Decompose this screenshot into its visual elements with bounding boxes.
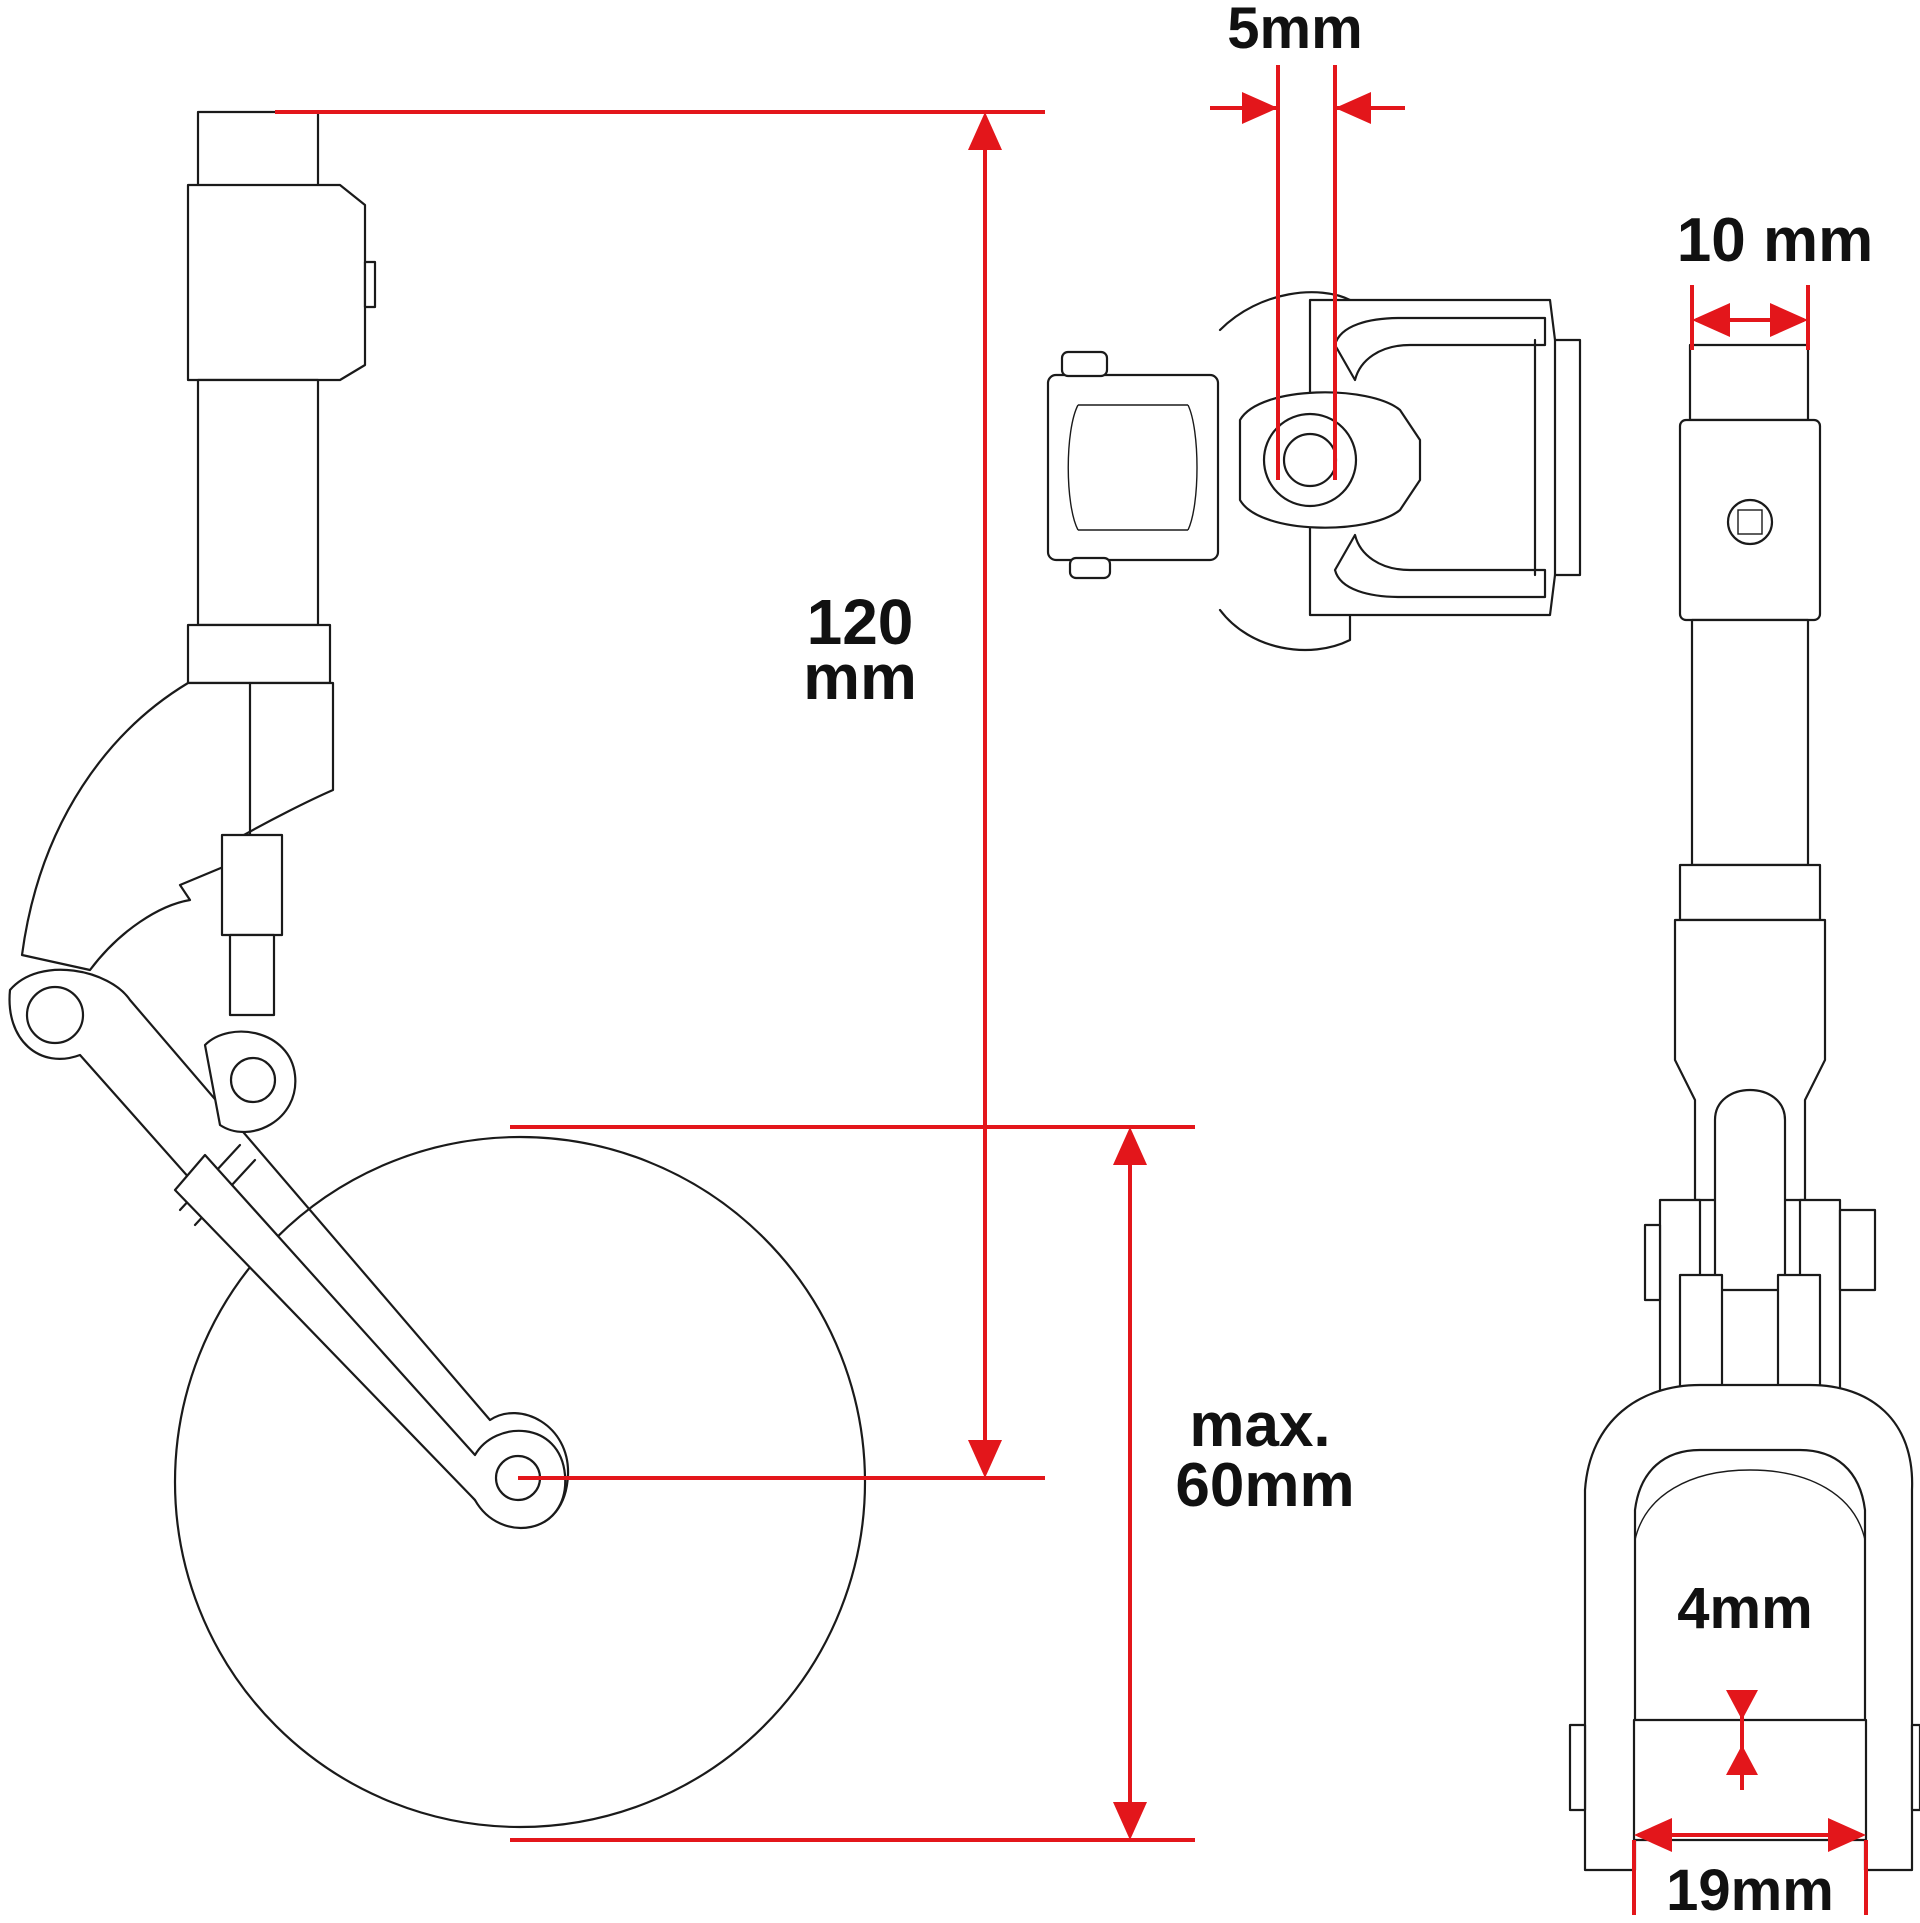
top-axle-bore — [1282, 432, 1338, 488]
top-clamp-block — [1046, 373, 1220, 562]
side-collar-screw — [363, 260, 377, 309]
dim-label-120-value: 120 — [806, 586, 914, 658]
top-screw-head-upper — [1060, 350, 1109, 378]
top-screw-head-lower — [1068, 556, 1112, 580]
front-lower-collar — [1678, 863, 1822, 922]
dim-label-5mm: 5mm — [1227, 0, 1363, 61]
dim-label-19mm: 19mm — [1666, 1858, 1834, 1923]
front-axle-nut-right — [1910, 1723, 1920, 1812]
top-fork-prong-upper — [1333, 316, 1547, 382]
front-view-landing-gear — [1568, 343, 1920, 1872]
front-set-screw — [1726, 498, 1774, 546]
dimension-lines — [275, 65, 1868, 1915]
front-shaft — [1690, 618, 1810, 867]
side-link-rod — [220, 833, 284, 937]
side-shaft — [196, 378, 320, 627]
dim-label-120-unit: mm — [803, 641, 917, 713]
front-link — [1713, 1089, 1787, 1302]
side-lower-collar — [186, 623, 332, 685]
side-view-landing-gear — [8, 110, 867, 1829]
side-upper-collar — [186, 183, 367, 382]
front-inner-lug-right — [1776, 1273, 1822, 1402]
top-fork-frame — [1308, 298, 1582, 617]
front-axle-nut-left — [1568, 1723, 1587, 1812]
side-pivot-link — [229, 1056, 277, 1104]
side-pivot-upper — [25, 985, 85, 1045]
dim-label-60-line2: 60mm — [1175, 1451, 1355, 1520]
front-u-fork — [1583, 1383, 1914, 1872]
front-lug-bolt-left — [1643, 1223, 1662, 1302]
top-fork-prong-lower — [1333, 533, 1547, 599]
front-wheel-section — [1632, 1718, 1868, 1842]
front-stem-top — [1688, 343, 1810, 422]
top-view-fork — [1046, 291, 1582, 652]
side-link-rod-lower — [228, 933, 276, 1017]
dim-label-10mm: 10 mm — [1676, 206, 1874, 275]
front-inner-lug-left — [1678, 1273, 1724, 1402]
side-wheel — [173, 1135, 867, 1829]
dim-label-60-line1: max. — [1189, 1391, 1331, 1460]
front-lug-bolt-right — [1838, 1208, 1877, 1292]
side-stem-top — [196, 110, 320, 189]
side-arm-front — [173, 1153, 567, 1530]
side-knee-body — [20, 681, 335, 972]
dim-label-4mm: 4mm — [1677, 1576, 1813, 1641]
